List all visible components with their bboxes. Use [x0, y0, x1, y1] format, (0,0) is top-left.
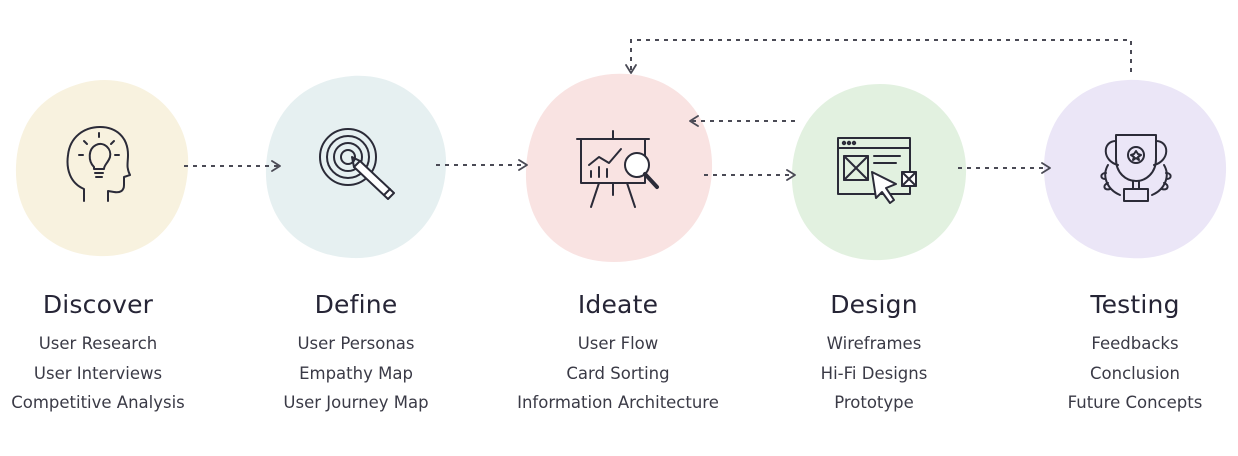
- stage-blob-design: [791, 84, 967, 261]
- presentation-board-icon: [576, 130, 659, 208]
- wireframe-cursor-icon: [837, 137, 917, 204]
- stage-blob-ideate: [525, 73, 713, 263]
- stage-item: Empathy Map: [299, 363, 413, 383]
- stage-item: Competitive Analysis: [11, 393, 185, 412]
- stage-testing: Testing Feedbacks Conclusion Future Conc…: [1005, 285, 1238, 418]
- trophy-icon: [1100, 134, 1172, 202]
- stage-design: Design Wireframes Hi-Fi Designs Prototyp…: [744, 285, 1004, 418]
- stage-item: User Flow: [577, 334, 659, 353]
- stage-ideate: Ideate User Flow Card Sorting Informatio…: [488, 285, 748, 418]
- stage-item: Feedbacks: [1091, 334, 1179, 353]
- stage-title: Discover: [42, 290, 154, 319]
- stage-item: User Personas: [297, 334, 415, 353]
- stage-item: Card Sorting: [566, 363, 670, 383]
- stage-item: Hi-Fi Designs: [820, 363, 928, 383]
- stage-title: Testing: [1090, 290, 1180, 319]
- stage-item: Conclusion: [1090, 363, 1180, 383]
- stage-item: User Research: [38, 334, 158, 353]
- target-pencil-icon: [319, 128, 395, 200]
- stage-title: Design: [830, 290, 918, 319]
- stage-item: Future Concepts: [1067, 393, 1203, 412]
- stage-title: Ideate: [577, 290, 659, 319]
- stage-discover: Discover User Research User Interviews C…: [0, 285, 228, 418]
- stage-item: User Interviews: [33, 363, 163, 383]
- stage-blob-testing: [1044, 79, 1227, 259]
- head-lightbulb-icon: [66, 126, 131, 202]
- stage-item: Wireframes: [826, 334, 922, 353]
- stage-define: Define User Personas Empathy Map User Jo…: [226, 285, 486, 418]
- stage-item: Information Architecture: [517, 393, 719, 412]
- arrow-testing-back-to-ideate: [625, 39, 1132, 74]
- stage-item: User Journey Map: [283, 393, 429, 412]
- stage-item: Prototype: [834, 393, 914, 412]
- stage-title: Define: [314, 290, 398, 319]
